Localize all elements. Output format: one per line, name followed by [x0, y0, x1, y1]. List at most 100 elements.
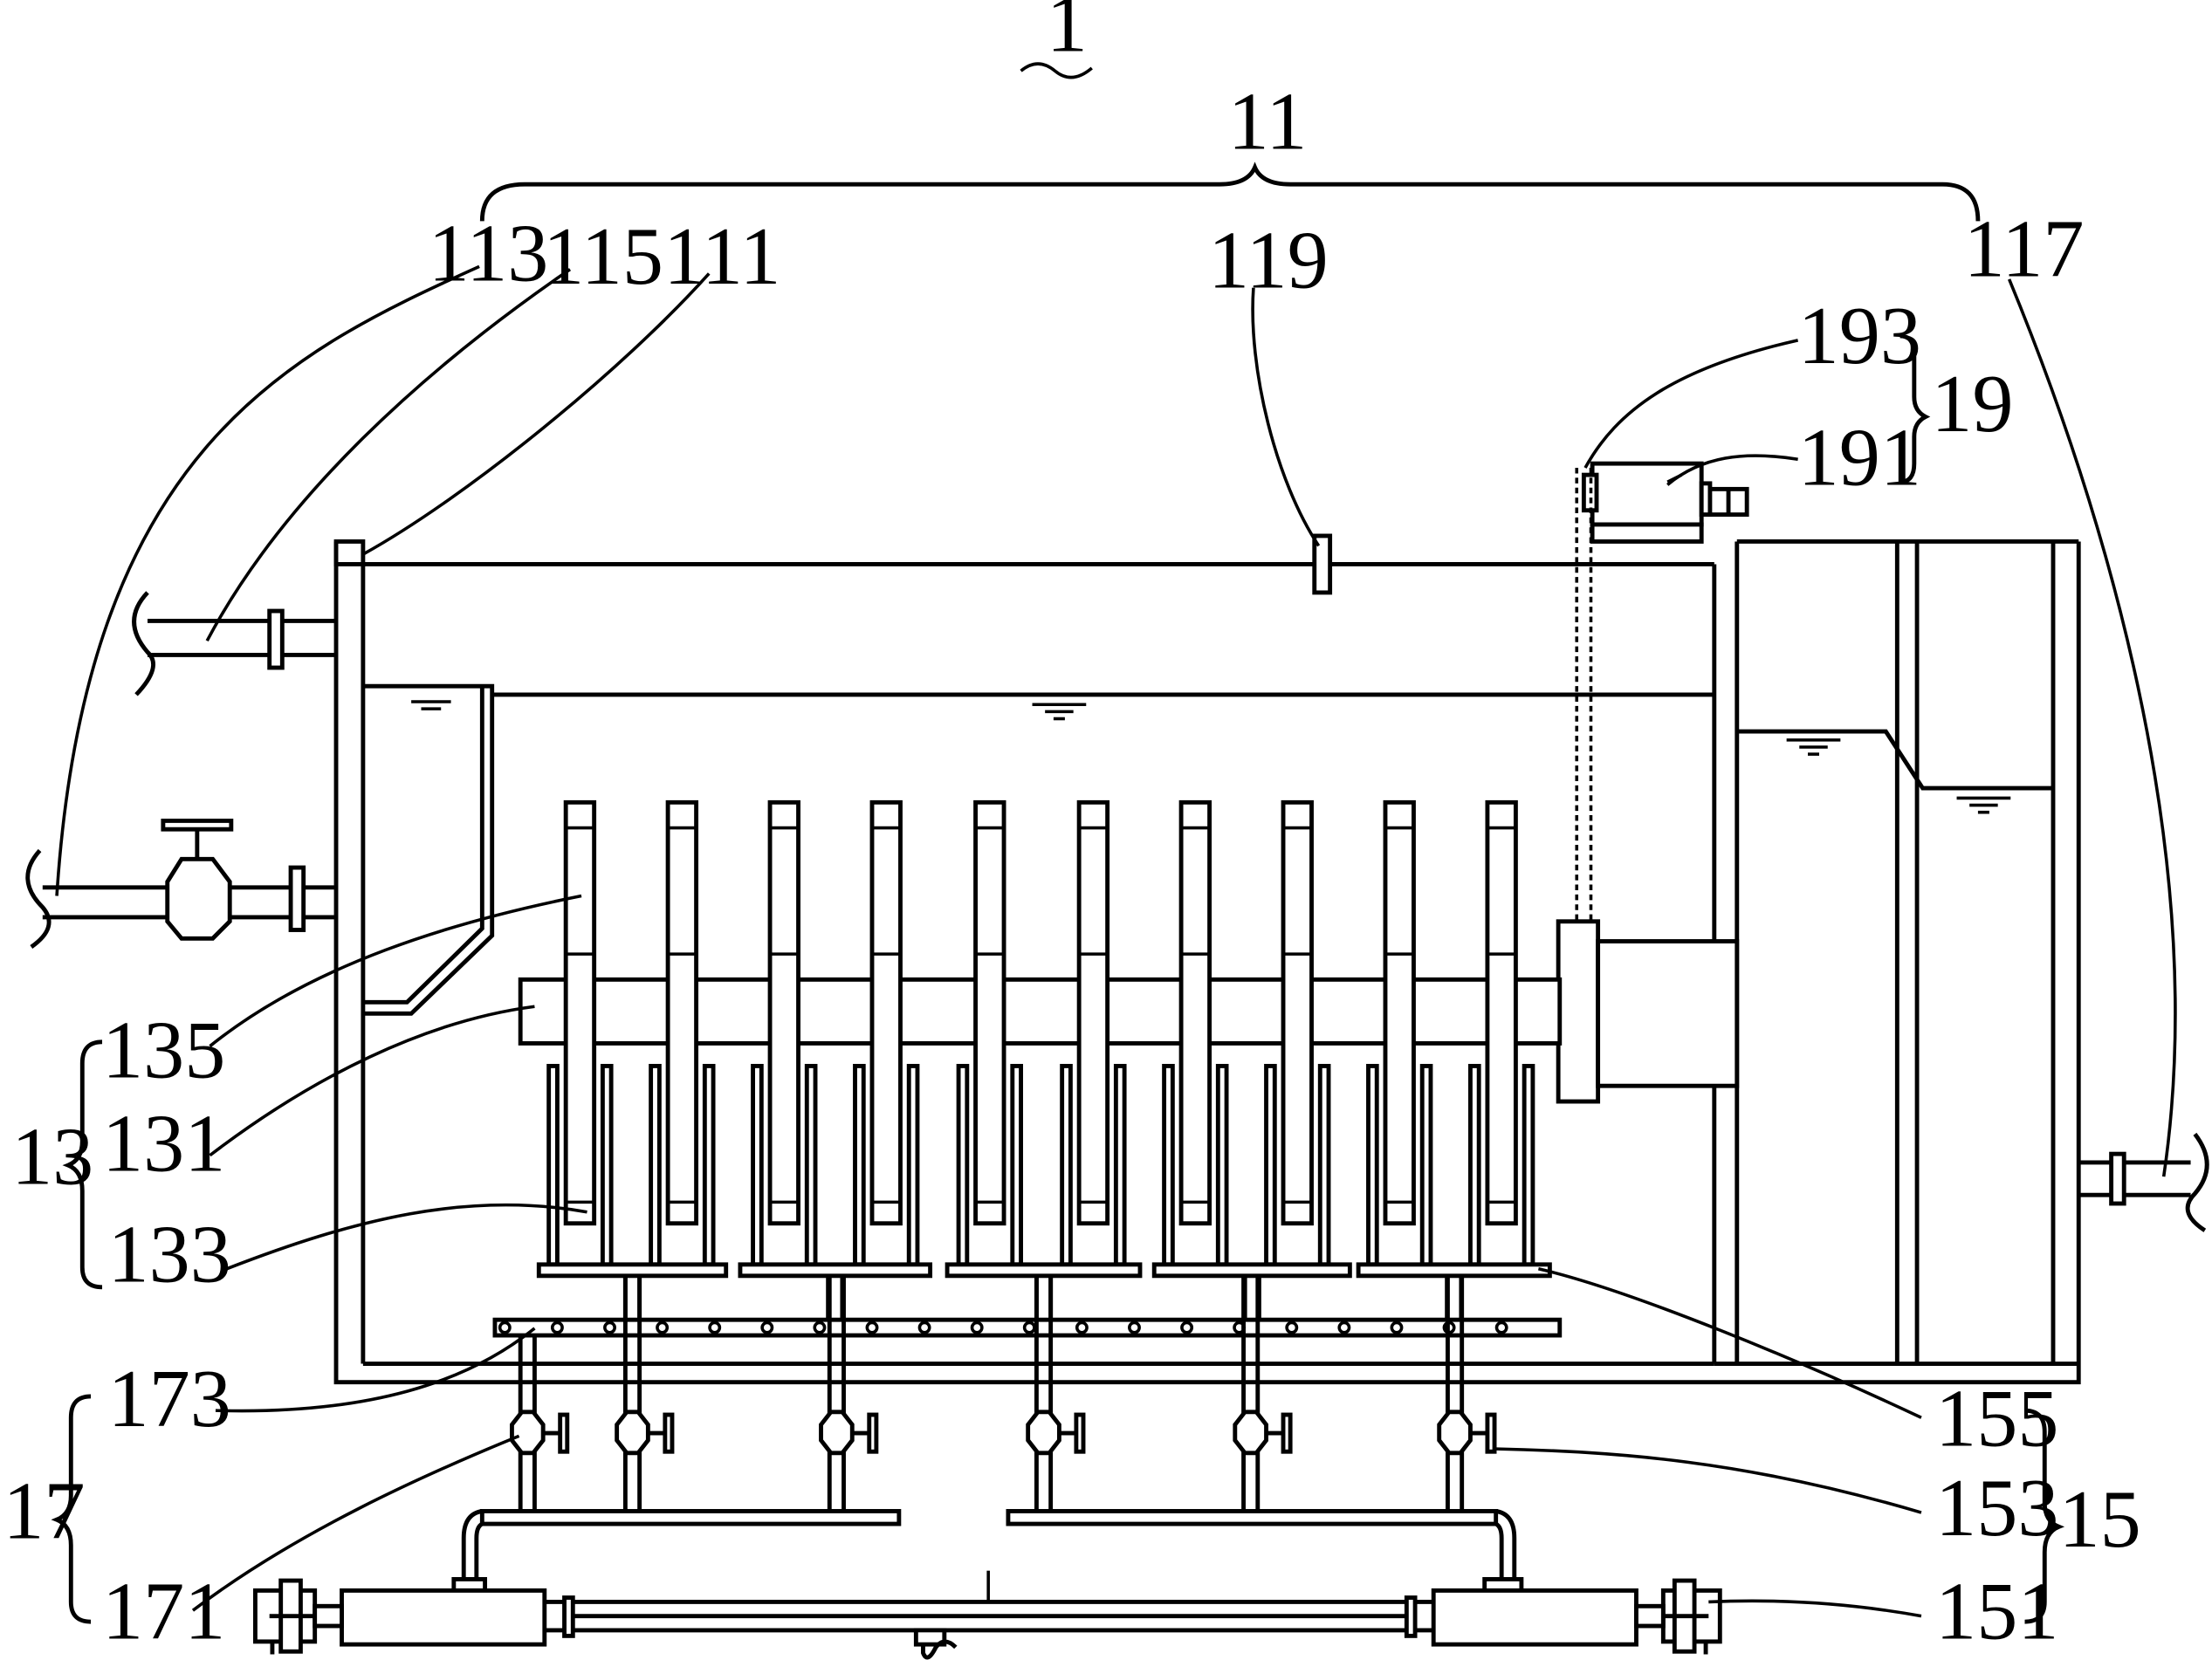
membrane-unit: [751, 799, 818, 1267]
support-plates-155: [536, 1262, 1552, 1319]
membrane-unit: [649, 799, 716, 1267]
frame-133-right: [702, 1064, 716, 1267]
frame-133-left: [1060, 1064, 1073, 1267]
frame-133-left: [546, 1064, 560, 1267]
aeration-hole: [1494, 1320, 1508, 1334]
label-115: 115: [543, 211, 663, 302]
frame-133-left: [1467, 1064, 1481, 1267]
aeration-hole: [970, 1320, 984, 1334]
label-17: 17: [3, 1465, 85, 1556]
label-171: 171: [102, 1567, 225, 1657]
aeration-hole: [708, 1320, 722, 1334]
valve-body: [819, 1410, 855, 1456]
frame-133-right: [1113, 1064, 1127, 1267]
reference-labels: 11 113 115 111 119 117 193 19 191 135 13…: [3, 77, 2140, 1657]
membrane-rod-135: [665, 799, 699, 1226]
valve-body: [510, 1410, 546, 1456]
brace-19: [1899, 333, 1931, 484]
valve-handle: [1281, 1412, 1293, 1454]
support-plate: [945, 1262, 1143, 1279]
label-131: 131: [102, 1099, 225, 1190]
aeration-hole: [1285, 1320, 1299, 1334]
label-113: 113: [429, 209, 549, 299]
valve-handle: [1074, 1412, 1086, 1454]
inlet-pipe-113: [25, 819, 337, 949]
valve-handle: [1485, 1412, 1497, 1454]
brace-13: [62, 1039, 103, 1290]
frame-133-right: [1419, 1064, 1433, 1267]
membrane-unit: [853, 799, 920, 1267]
figure-number-tilde: [1020, 62, 1093, 79]
drain-pipe: [615, 1275, 675, 1512]
frame-133-left: [1162, 1064, 1175, 1267]
aeration-holes: [498, 1320, 1508, 1334]
frame-133-right: [906, 1064, 920, 1267]
label-111: 111: [663, 211, 780, 302]
membrane-rod-135: [563, 799, 597, 1226]
frame-133-right: [1522, 1064, 1535, 1267]
label-133: 133: [108, 1209, 231, 1300]
valve-handle: [663, 1412, 675, 1454]
brace-17: [51, 1394, 92, 1624]
membrane-rod-135: [767, 799, 800, 1226]
label-151: 151: [1935, 1567, 2058, 1657]
aeration-hole: [1075, 1320, 1089, 1334]
aeration-hole: [917, 1320, 931, 1334]
valve-body: [615, 1410, 650, 1456]
label-135: 135: [102, 1005, 225, 1095]
membrane-rod-135: [1281, 799, 1314, 1226]
frame-133-left: [1264, 1064, 1277, 1267]
aeration-hole: [1022, 1320, 1036, 1334]
membrane-rod-135: [1178, 799, 1212, 1226]
drain-pipe: [1437, 1275, 1497, 1512]
label-11: 11: [1228, 77, 1308, 168]
frame-133-right: [1010, 1064, 1023, 1267]
aeration-hole: [1337, 1320, 1351, 1334]
aeration-hole: [498, 1320, 512, 1334]
label-119: 119: [1208, 216, 1329, 306]
label-117: 117: [1964, 204, 2085, 295]
aeration-hole: [656, 1320, 670, 1334]
drain-pipe: [1233, 1275, 1293, 1512]
brace-15: [2024, 1408, 2065, 1624]
frame-133-left: [1366, 1064, 1379, 1267]
label-13: 13: [11, 1111, 93, 1202]
drain-pipe: [1026, 1275, 1086, 1512]
brace-11: [479, 161, 1981, 222]
top-sensor-119: [1312, 533, 1333, 595]
frame-133-right: [600, 1064, 614, 1267]
outlet-pipe-117: [2078, 1132, 2209, 1232]
aeration-hole: [1128, 1320, 1141, 1334]
frame-133-right: [804, 1064, 818, 1267]
aeration-hole: [1180, 1320, 1194, 1334]
valve-body: [1026, 1410, 1061, 1456]
drain-pipe: [819, 1275, 879, 1512]
label-191: 191: [1798, 412, 1921, 503]
membrane-rod-135: [1076, 799, 1110, 1226]
drain-pipes: [510, 1275, 1497, 1512]
membrane-rod-135: [869, 799, 903, 1226]
frame-133-left: [649, 1064, 662, 1267]
figure-number: 1: [1047, 0, 1088, 69]
valve-body: [1437, 1410, 1473, 1456]
label-155: 155: [1935, 1374, 2058, 1465]
support-plate: [1356, 1262, 1552, 1279]
drive-unit-19: [1575, 461, 1749, 929]
bracket-block: [1556, 919, 1601, 1104]
inlet-baffle: [362, 683, 495, 1016]
tank-body: [333, 539, 2081, 1385]
support-plate: [738, 1262, 933, 1279]
inlet-pipe-115: [132, 591, 337, 696]
support-plate: [1151, 1262, 1352, 1279]
label-173: 173: [108, 1354, 231, 1444]
aeration-hole: [1390, 1320, 1404, 1334]
header-pipes: [451, 1509, 1524, 1593]
label-15: 15: [2058, 1474, 2140, 1565]
label-19: 19: [1931, 359, 2013, 449]
frame-133-right: [1317, 1064, 1331, 1267]
label-193: 193: [1798, 291, 1921, 381]
aeration-hole: [603, 1320, 616, 1334]
valve-body: [1233, 1410, 1268, 1456]
aeration-hole: [550, 1320, 564, 1334]
